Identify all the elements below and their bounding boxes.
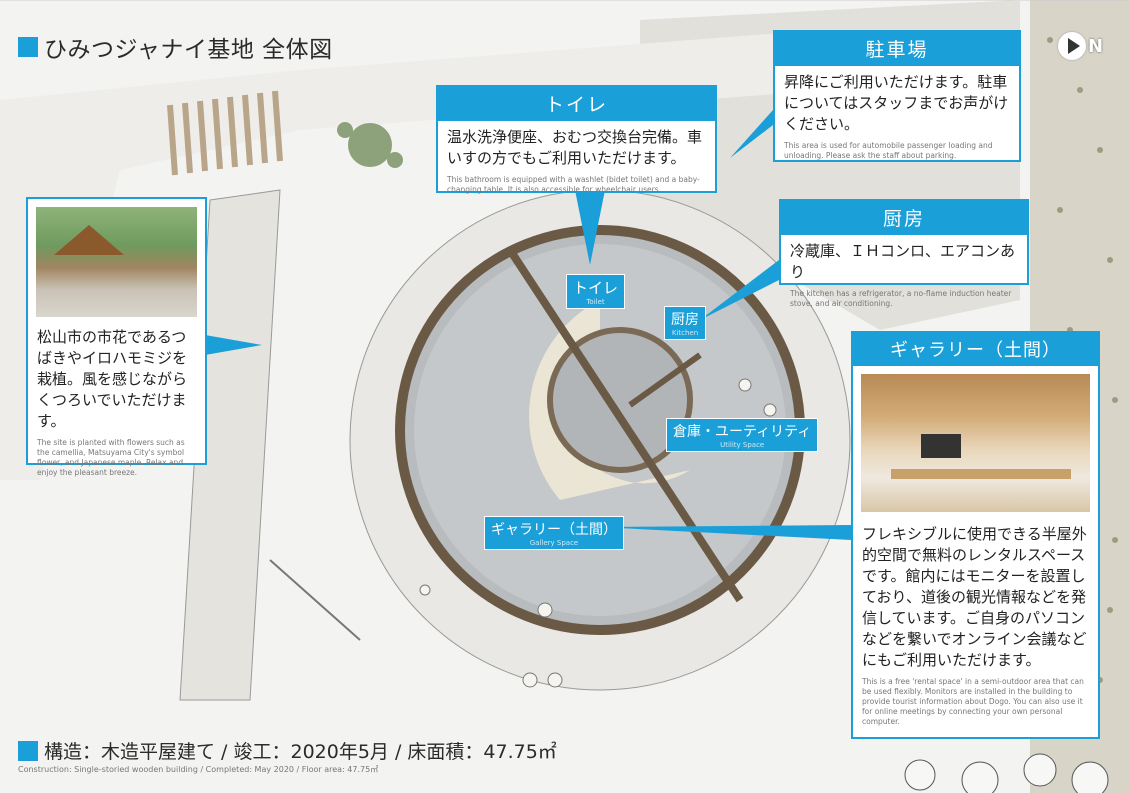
north-label: N [1088,35,1104,57]
parking-callout-en: This area is used for automobile passeng… [784,141,993,160]
kitchen-callout-en: The kitchen has a refrigerator, a no-fla… [790,289,1012,308]
toilet-callout-en: This bathroom is equipped with a washlet… [447,175,700,194]
kitchen-callout: 厨房 冷蔵庫、ＩＨコンロ、エアコンあり The kitchen has a re… [779,199,1029,308]
kitchen-callout-heading: 厨房 [781,201,1027,235]
kitchen-callout-jp: 冷蔵庫、ＩＨコンロ、エアコンあり [790,242,1016,281]
compass: N [1058,32,1103,60]
parking-callout: 駐車場 昇降にご利用いただけます。駐車についてはスタッフまでお声がけください。 … [773,30,1021,162]
garden-callout-en: The site is planted with flowers such as… [37,438,185,477]
footer-square-icon [18,740,38,761]
map-tag-toilet-en: Toilet [586,298,605,306]
map-tag-gallery-jp: ギャラリー（土間） [491,522,617,538]
gallery-callout: ギャラリー（土間） フレキシブルに使用できる半屋外的空間で無料のレンタルスペース… [851,331,1100,739]
toilet-callout-jp: 温水洗浄便座、おむつ交換台完備。車いすの方でもご利用いただけます。 [447,128,703,167]
map-tag-gallery: ギャラリー（土間） Gallery Space [484,516,624,550]
parking-callout-jp: 昇降にご利用いただけます。駐車についてはスタッフまでお声がけください。 [784,73,1009,133]
garden-callout: 松山市の市花であるつばきやイロハモミジを栽植。風を感じながらくつろいでいただけま… [26,197,207,477]
gallery-callout-heading: ギャラリー（土間） [853,333,1098,366]
garden-callout-jp: 松山市の市花であるつばきやイロハモミジを栽植。風を感じながらくつろいでいただけま… [37,328,188,430]
map-tag-storage-en: Utility Space [720,441,765,449]
toilet-callout-heading: トイレ [438,87,715,121]
map-tag-gallery-en: Gallery Space [529,539,579,547]
parking-callout-heading: 駐車場 [775,32,1019,66]
north-arrow-icon [1058,32,1086,60]
title-text: ひみつジャナイ基地 全体図 [44,37,333,63]
gallery-photo [861,374,1090,512]
garden-photo [36,207,197,317]
building-info-en: Construction: Single-storied wooden buil… [18,765,379,774]
map-tag-toilet: トイレ Toilet [566,274,626,309]
map-tag-kitchen-jp: 厨房 [671,312,699,328]
title-square-icon [18,37,38,57]
gallery-callout-en: This is a free 'rental space' in a semi-… [862,677,1084,726]
map-tag-toilet-jp: トイレ [573,279,619,297]
map-tag-storage-jp: 倉庫・ユーティリティ [673,424,812,440]
building-info: 構造：木造平屋建て / 竣工：2020年5月 / 床面積：47.75㎡ [18,737,557,764]
building-info-jp: 構造：木造平屋建て / 竣工：2020年5月 / 床面積：47.75㎡ [44,741,557,763]
page-title: ひみつジャナイ基地 全体図 [18,30,333,64]
gallery-callout-jp: フレキシブルに使用できる半屋外的空間で無料のレンタルスペースです。館内にはモニタ… [862,525,1087,669]
map-tag-kitchen: 厨房 Kitchen [664,306,706,340]
toilet-callout: トイレ 温水洗浄便座、おむつ交換台完備。車いすの方でもご利用いただけます。 Th… [436,85,717,194]
map-tag-kitchen-en: Kitchen [671,329,699,337]
map-tag-storage: 倉庫・ユーティリティ Utility Space [666,418,819,452]
